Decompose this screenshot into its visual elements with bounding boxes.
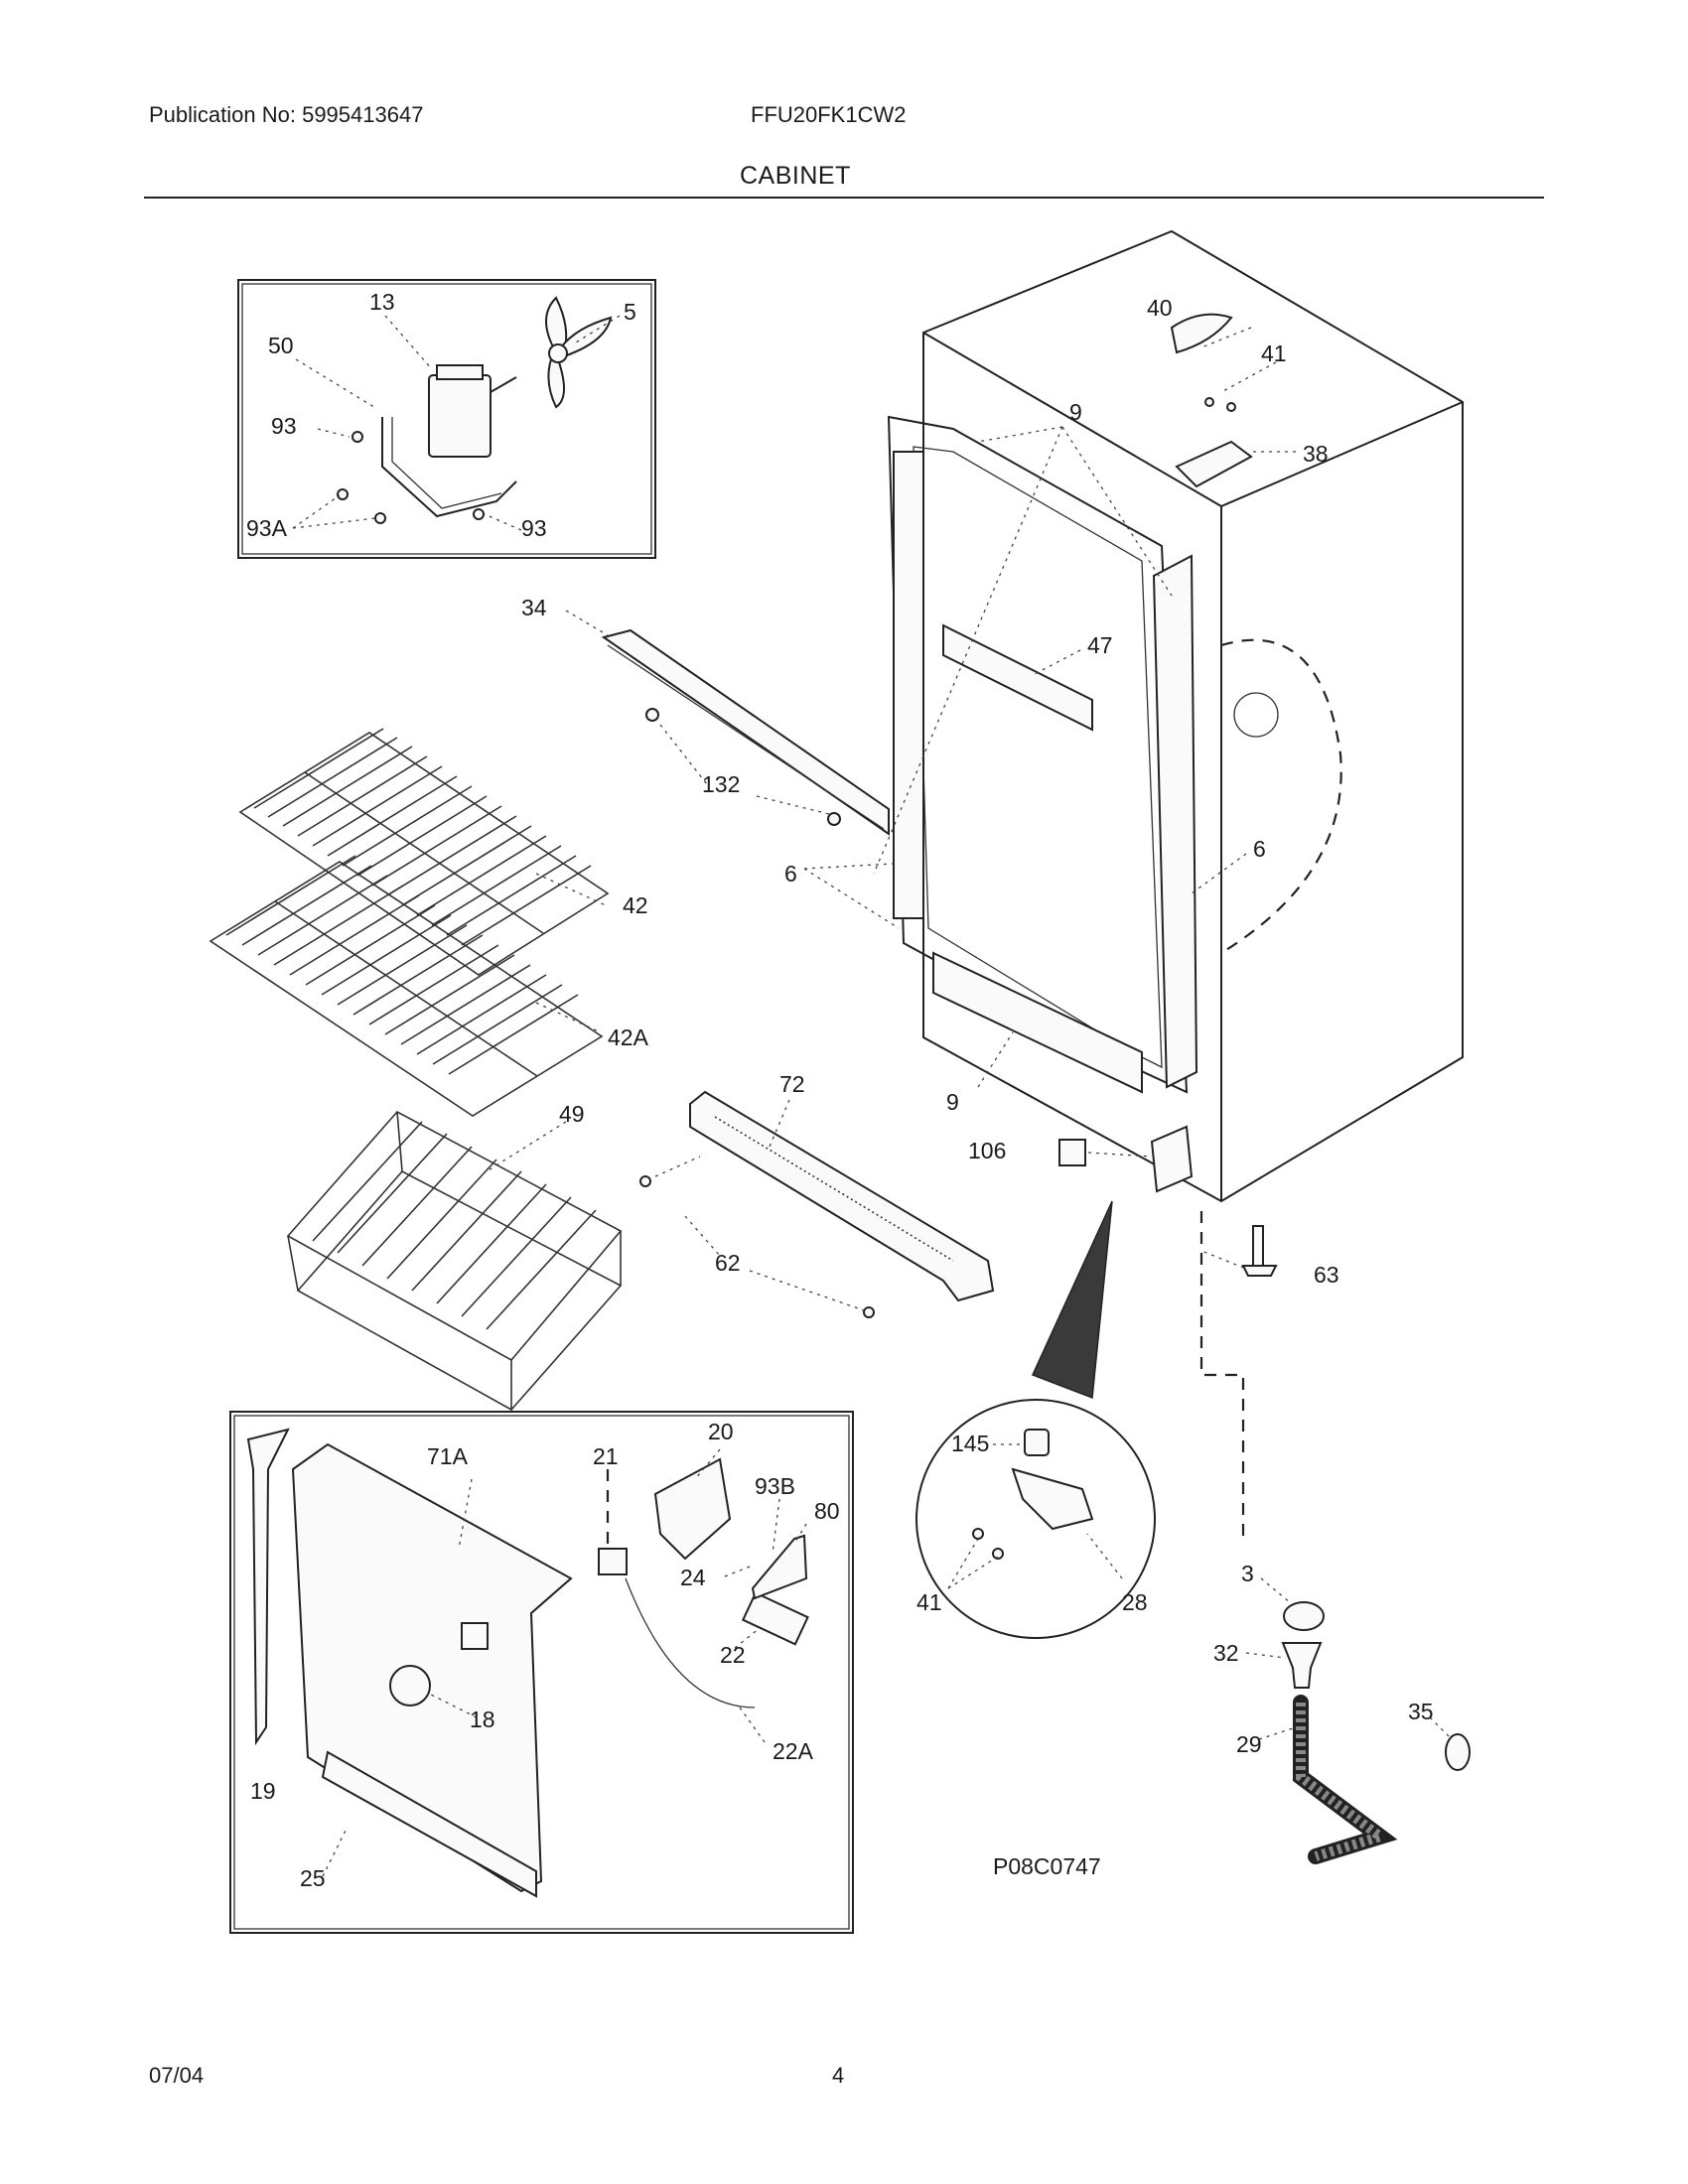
- callout-41: 41: [916, 1589, 942, 1615]
- wire-shelf-icon: [238, 728, 610, 976]
- model-number: FFU20FK1CW2: [751, 102, 907, 127]
- callout-63: 63: [1314, 1262, 1339, 1288]
- callout-9: 9: [1069, 399, 1082, 425]
- screw-icon: [827, 812, 841, 826]
- drain-path-line: [1199, 1211, 1245, 1539]
- fan-bracket: [381, 417, 517, 518]
- callout-38: 38: [1303, 441, 1329, 467]
- callout-13: 13: [369, 289, 395, 315]
- callout-34: 34: [521, 595, 547, 620]
- drawing-code: P08C0747: [993, 1853, 1101, 1879]
- callout-50: 50: [268, 333, 294, 358]
- toe-grille-icon: [689, 1090, 995, 1302]
- callout-3: 3: [1241, 1561, 1254, 1586]
- callout-6: 6: [784, 861, 797, 887]
- callout-21: 21: [593, 1443, 619, 1469]
- page-number: 4: [832, 2063, 845, 2088]
- callout-72: 72: [779, 1071, 805, 1097]
- cover-inset-inner-frame: [233, 1415, 850, 1930]
- callout-25: 25: [300, 1865, 326, 1891]
- callout-29: 29: [1236, 1731, 1262, 1757]
- drain-pan-20: [653, 1457, 732, 1561]
- fan-inset-frame: [237, 279, 656, 559]
- callout-20: 20: [708, 1419, 734, 1444]
- cabinet-body: [922, 229, 1464, 1203]
- callout-6: 6: [1253, 836, 1266, 862]
- shelf-rail-34: [601, 628, 890, 836]
- callout-5: 5: [624, 299, 636, 325]
- leveling-screw-63: [1241, 1225, 1278, 1277]
- callout-47: 47: [1087, 632, 1113, 658]
- fan-blade-icon: [545, 296, 613, 409]
- publication-number: Publication No: 5995413647: [149, 102, 424, 127]
- cover-inset-frame: [229, 1411, 854, 1934]
- screw-icon: [639, 1175, 651, 1187]
- screw-icon: [337, 431, 485, 524]
- clip-35: [1445, 1733, 1471, 1771]
- detail-pointer: [1031, 1200, 1113, 1400]
- hinge-icon: [1150, 313, 1253, 1193]
- screw-icon: [645, 708, 659, 722]
- callout-93: 93: [521, 515, 547, 541]
- label-106: [1058, 1139, 1086, 1166]
- screw-icon: [992, 1548, 1004, 1560]
- door-gasket-frame: [887, 415, 1198, 1094]
- drain-tube-icon: [1293, 1695, 1398, 1864]
- drain-fitting-32: [1281, 1642, 1323, 1689]
- callout-49: 49: [559, 1101, 585, 1127]
- callout-22A: 22A: [773, 1738, 814, 1764]
- screw-icon: [863, 1306, 875, 1318]
- screw-icon: [972, 1528, 984, 1540]
- callout-93A: 93A: [246, 515, 288, 541]
- fan-inset-inner-frame: [241, 283, 652, 555]
- callout-145: 145: [951, 1431, 989, 1456]
- callout-24: 24: [680, 1565, 706, 1590]
- callout-32: 32: [1213, 1640, 1239, 1666]
- callout-93B: 93B: [755, 1473, 795, 1499]
- callout-42A: 42A: [608, 1024, 649, 1050]
- wire-shelf-icon: [209, 855, 604, 1117]
- callout-9: 9: [946, 1089, 959, 1115]
- footer-date: 07/04: [149, 2063, 205, 2088]
- callout-19: 19: [250, 1778, 276, 1804]
- heater-22: [741, 1591, 809, 1646]
- callout-71A: 71A: [427, 1443, 469, 1469]
- drain-trough-19: [246, 1428, 290, 1746]
- callout-28: 28: [1122, 1589, 1148, 1615]
- thermostat-21: [598, 1548, 756, 1708]
- header-rule: [144, 197, 1544, 199]
- callout-106: 106: [968, 1138, 1006, 1163]
- callout-132: 132: [702, 771, 740, 797]
- compartment-cover: [291, 1442, 573, 1898]
- callout-80: 80: [814, 1498, 840, 1524]
- callout-41: 41: [1261, 341, 1287, 366]
- drain-cap-3: [1283, 1601, 1325, 1631]
- fan-motor-icon: [428, 364, 517, 458]
- callout-40: 40: [1147, 295, 1173, 321]
- section-title: CABINET: [740, 162, 851, 190]
- bracket-80: [751, 1534, 808, 1600]
- callout-35: 35: [1408, 1699, 1434, 1724]
- reinforcement-bar-47: [942, 623, 1093, 732]
- callout-62: 62: [715, 1250, 741, 1276]
- hinge-detail-circle: [915, 1399, 1156, 1639]
- callout-93: 93: [271, 413, 297, 439]
- callout-42: 42: [623, 892, 648, 918]
- callout-18: 18: [470, 1706, 495, 1732]
- callout-22: 22: [720, 1642, 746, 1668]
- wire-basket-icon: [286, 1110, 623, 1412]
- hinge-icon: [1011, 1429, 1094, 1531]
